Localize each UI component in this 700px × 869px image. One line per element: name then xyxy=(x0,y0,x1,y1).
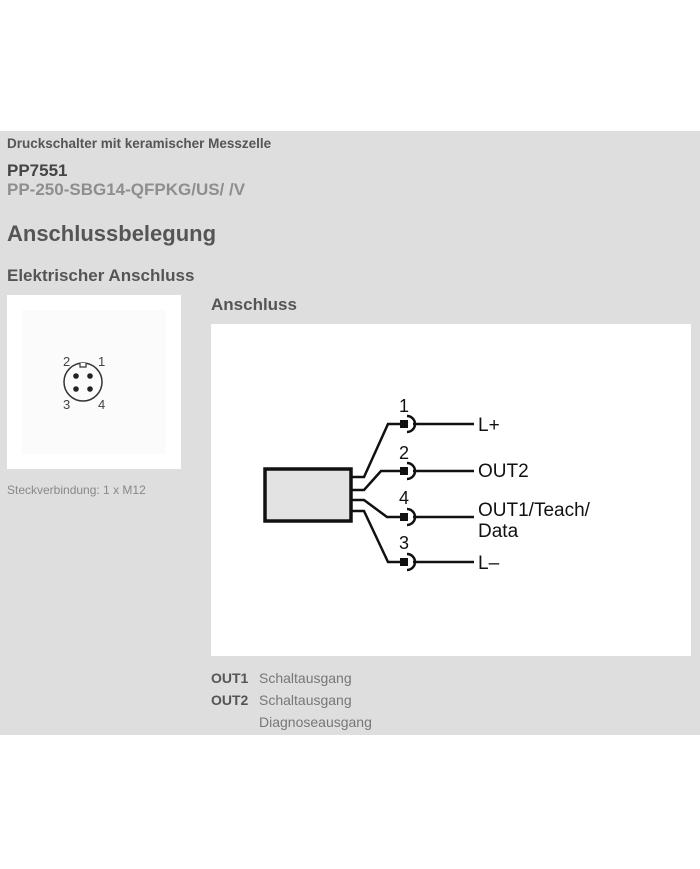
svg-text:3: 3 xyxy=(63,397,70,412)
legend-key: OUT2 xyxy=(211,692,249,708)
connector-pinout-icon: 2 1 3 4 xyxy=(22,310,166,454)
wiring-title: Anschluss xyxy=(211,295,297,314)
legend-row: OUT2 Schaltausgang xyxy=(211,689,372,711)
wiring-diagram[interactable]: 1 2 4 3 L+ OUT2 OUT1/Teach/ Data L– xyxy=(211,324,691,656)
product-code: PP7551 xyxy=(7,161,68,180)
legend-key: OUT1 xyxy=(211,670,249,686)
svg-text:OUT1/Teach/: OUT1/Teach/ xyxy=(478,500,591,521)
svg-text:2: 2 xyxy=(399,443,409,463)
product-variant: PP-250-SBG14-QFPKG/US/ /V xyxy=(7,180,246,199)
subsection-title: Elektrischer Anschluss xyxy=(7,266,195,285)
connector-caption: Steckverbindung: 1 x M12 xyxy=(7,483,146,497)
legend-key xyxy=(211,711,259,733)
signal-legend: OUT1 Schaltausgang OUT2 Schaltausgang Di… xyxy=(211,667,372,733)
svg-text:1: 1 xyxy=(98,354,105,369)
svg-text:L+: L+ xyxy=(478,415,500,436)
legend-value: Schaltausgang xyxy=(259,670,352,686)
legend-row: Diagnoseausgang xyxy=(211,711,372,733)
legend-value: Schaltausgang xyxy=(259,692,352,708)
svg-text:OUT2: OUT2 xyxy=(478,461,529,482)
svg-text:4: 4 xyxy=(98,397,105,412)
connector-thumbnail[interactable]: 2 1 3 4 xyxy=(7,295,181,469)
svg-text:3: 3 xyxy=(399,533,409,553)
svg-text:4: 4 xyxy=(399,488,409,508)
legend-row: OUT1 Schaltausgang xyxy=(211,667,372,689)
product-subtitle: Druckschalter mit keramischer Messzelle xyxy=(7,136,272,151)
svg-text:1: 1 xyxy=(399,396,409,416)
svg-text:2: 2 xyxy=(63,354,70,369)
section-title: Anschlussbelegung xyxy=(7,221,217,246)
svg-text:Data: Data xyxy=(478,521,519,542)
legend-value: Diagnoseausgang xyxy=(259,714,372,730)
svg-text:L–: L– xyxy=(478,553,500,574)
